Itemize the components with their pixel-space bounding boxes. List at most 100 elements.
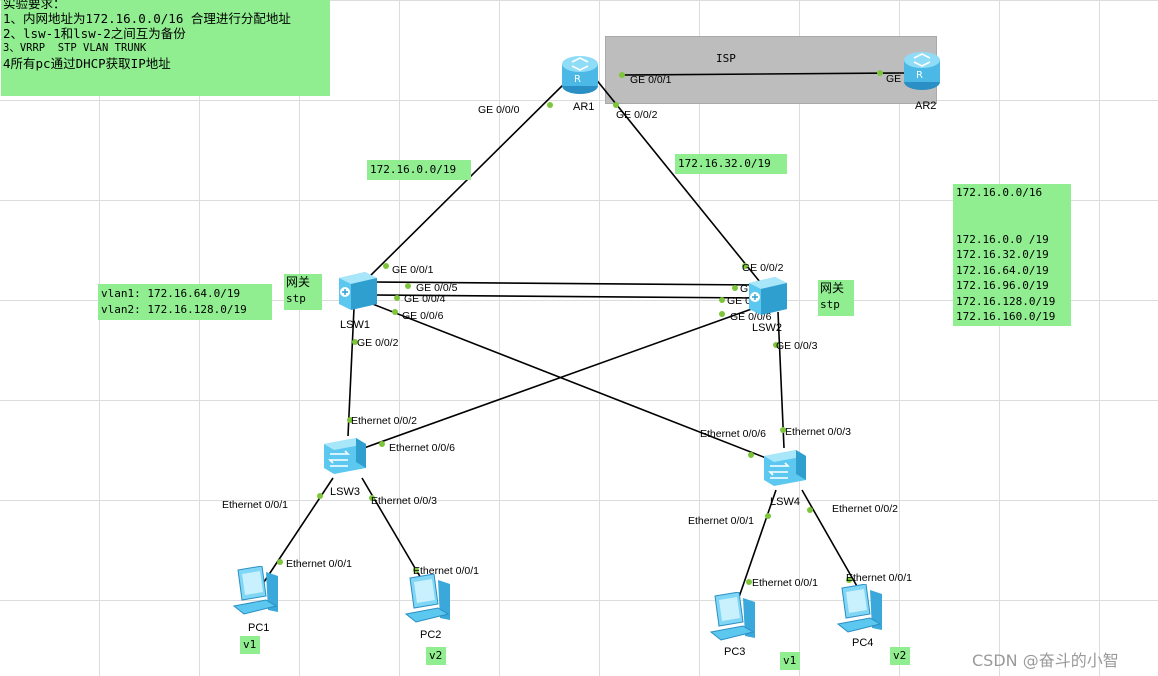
port-label: Ethernet 0/0/6 (389, 442, 455, 454)
gateway-sub: stp (820, 298, 840, 311)
port-dot (807, 507, 813, 513)
port-dot (277, 559, 283, 565)
router-icon[interactable]: R (902, 48, 942, 94)
link-lsw2-lsw4 (777, 311, 785, 449)
port-dot (619, 72, 625, 78)
pc-icon[interactable] (709, 592, 757, 644)
port-label: GE 0/0/2 (742, 262, 784, 274)
port-dot (773, 342, 779, 348)
port-dot (742, 263, 748, 269)
device-label-lsw2: LSW2 (752, 322, 782, 334)
port-label: GE 0/0/1 (630, 74, 672, 86)
spacer (956, 216, 1068, 232)
port-label: Ethernet 0/0/2 (832, 503, 898, 515)
port-label: Ethernet 0/0/3 (371, 495, 437, 507)
pc-vlan-tag: v1 (240, 636, 260, 654)
port-dot (405, 283, 411, 289)
port-dot (746, 579, 752, 585)
port-dot (394, 295, 400, 301)
watermark: CSDN @奋斗的小智 (972, 651, 1119, 670)
router-icon[interactable]: R (560, 52, 600, 98)
pc-vlan-tag: v1 (780, 652, 800, 670)
port-dot (732, 285, 738, 291)
core-switch-icon[interactable] (745, 275, 789, 317)
address-block: 172.16.96.0/19 (956, 279, 1049, 292)
pc-icon[interactable] (404, 574, 452, 626)
gateway-note-lsw1: 网关 stp (284, 274, 322, 310)
link-ar1-lsw2 (594, 77, 761, 283)
port-dot (413, 567, 419, 573)
core-switch-icon[interactable] (335, 270, 379, 312)
device-label-lsw3: LSW3 (330, 486, 360, 498)
requirements-line: 实验要求： (3, 0, 66, 11)
gateway-sub: stp (286, 292, 306, 305)
vlan-line: vlan2: 172.16.128.0/19 (101, 303, 247, 316)
port-dot (846, 577, 852, 583)
requirements-note: 实验要求： 1、内网地址为172.16.0.0/16 合理进行分配地址 2、ls… (1, 0, 330, 96)
port-dot (317, 493, 323, 499)
port-label: Ethernet 0/0/1 (688, 515, 754, 527)
port-label: GE 0/0/2 (616, 109, 658, 121)
port-dot (780, 427, 786, 433)
port-dot (877, 70, 883, 76)
device-label-ar2: AR2 (915, 100, 937, 112)
port-label: Ethernet 0/0/1 (286, 558, 352, 570)
port-label: GE 0/0/0 (478, 104, 520, 116)
port-dot (369, 495, 375, 501)
pc-icon[interactable] (232, 566, 280, 618)
vlan-line: vlan1: 172.16.64.0/19 (101, 287, 241, 300)
isp-label: ISP (716, 52, 736, 65)
port-dot (379, 441, 385, 447)
pc-icon[interactable] (836, 584, 884, 636)
port-label: GE 0/0/4 (404, 293, 446, 305)
port-label: GE 0/0/5 (416, 282, 458, 294)
port-label: Ethernet 0/0/6 (700, 428, 766, 440)
requirements-line: 1、内网地址为172.16.0.0/16 合理进行分配地址 (3, 11, 291, 26)
address-block: 172.16.0.0 /19 (956, 232, 1049, 246)
svg-text:R: R (574, 74, 581, 85)
port-dot (719, 311, 725, 317)
device-label-pc3: PC3 (724, 646, 746, 658)
device-label-pc2: PC2 (420, 629, 442, 641)
device-label-lsw1: LSW1 (340, 319, 370, 331)
subnet-label-left: 172.16.0.0/19 (367, 160, 471, 180)
link-lsw1-lsw3 (347, 307, 355, 437)
spacer (956, 201, 1068, 217)
device-label-lsw4: LSW4 (770, 496, 800, 508)
pc-vlan-tag: v2 (426, 647, 446, 665)
requirements-line: 2、lsw-1和lsw-2之间互为备份 (3, 26, 186, 41)
port-label: Ethernet 0/0/3 (785, 426, 851, 438)
port-dot (547, 102, 553, 108)
port-label: Ethernet 0/0/2 (351, 415, 417, 427)
access-switch-icon[interactable] (762, 448, 808, 488)
port-dot (748, 452, 754, 458)
port-dot (383, 263, 389, 269)
vlan-note: vlan1: 172.16.64.0/19 vlan2: 172.16.128.… (98, 284, 272, 320)
port-label: Ethernet 0/0/1 (222, 499, 288, 511)
gateway-note-lsw2: 网关 stp (818, 280, 854, 316)
device-label-pc4: PC4 (852, 637, 874, 649)
subnet-label-right: 172.16.32.0/19 (675, 154, 787, 174)
link-lsw2-lsw3 (349, 305, 761, 454)
gateway-title: 网关 (820, 281, 845, 295)
device-label-ar1: AR1 (573, 101, 595, 113)
port-label: GE 0/0/3 (776, 340, 818, 352)
address-total: 172.16.0.0/16 (956, 186, 1043, 199)
address-block: 172.16.64.0/19 (956, 263, 1049, 277)
gateway-title: 网关 (286, 275, 311, 289)
port-label: GE 0/0/6 (402, 310, 444, 322)
port-dot (352, 339, 358, 345)
port-label: GE 0/0/2 (357, 337, 399, 349)
port-label: GE 0/0/1 (392, 264, 434, 276)
link-ar1-ar2 (619, 72, 906, 76)
device-label-pc1: PC1 (248, 622, 270, 634)
access-switch-icon[interactable] (322, 436, 368, 476)
port-dot (719, 297, 725, 303)
link-lsw1-lsw4 (369, 302, 767, 459)
port-dot (347, 417, 353, 423)
link-lsw4-pc3 (737, 489, 777, 601)
port-label: Ethernet 0/0/1 (846, 572, 912, 584)
pc-vlan-tag: v2 (890, 647, 910, 665)
